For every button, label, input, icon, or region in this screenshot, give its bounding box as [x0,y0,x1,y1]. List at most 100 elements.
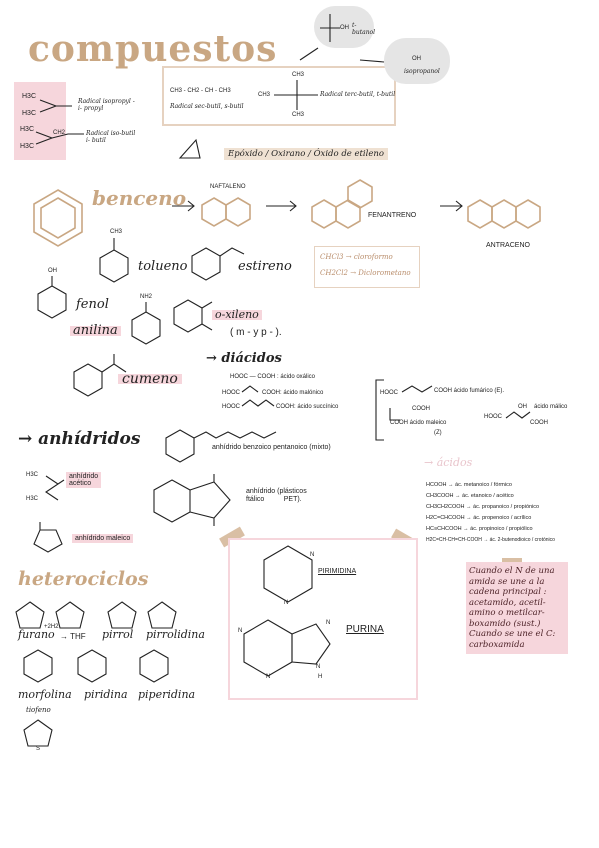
heterocycle-card [228,538,418,700]
diacidos-row2-left: HOOC [222,390,240,396]
fenol-label: fenol [76,297,109,312]
acido-row: H2C=CHCOOH → ác. propenoico / acrílico [426,515,532,521]
isobutyl-h3c-bottom: H3C [20,143,35,150]
tertbutyl-ch3-top: CH3 [292,72,305,78]
diacidos-row3-right: COOH: ácido succínico [276,404,339,410]
acido-row: CH3COOH → ác. etanoico / acético [426,493,514,499]
antraceno-label: ANTRACENO [486,242,530,249]
anilina-label: anilina [70,324,121,337]
acido-row: CH3CH2COOH → ác. propanoico / propiónico [426,504,540,510]
diacidos-heading: → diácidos [206,351,282,366]
acetic-h3c-top: H3C [26,472,39,478]
page-title: compuestos [28,28,278,70]
pirrolidina-label: pirrolidina [146,628,205,641]
h2-label: +2H2 [44,624,59,630]
isopropanol-label: isopropanol [404,68,440,75]
heterociclos-heading: heterociclos [18,568,149,590]
mal-z: (Z) [434,430,442,436]
epoxide-label: Epóxido / Oxirano / Óxido de etileno [224,148,388,160]
purina-n3: N [326,620,331,626]
tbutanol-label: t- butanol [352,22,376,36]
diacidos-row3-left: HOOC [222,404,240,410]
isopropyl-h3c-top: H3C [22,93,37,100]
anhidridos-heading: → anhídridos [18,429,141,449]
oxileno-sub: ( m - y p - ). [230,327,282,338]
estireno-label: estireno [238,259,292,274]
tolueno-label: tolueno [138,259,188,274]
isobutyl-ch2: CH2 [53,130,66,136]
pirimidina-n2: N [284,600,289,606]
cumeno-label: cumeno [118,372,182,386]
isopropanol-oh: OH [412,56,421,62]
phthalic-label: anhídrido (plásticos ftálico PET). [246,488,307,503]
amide-note: Cuando el N de una amida se une a la cad… [466,562,568,654]
tiofeno-s: S [36,746,41,752]
pirrol-label: pirrol [102,628,134,641]
tertbutyl-ch3-left: CH3 [258,92,271,98]
mal-top: COOH [412,406,430,412]
halo-box [314,246,420,288]
oxileno-label: o-xileno [212,309,262,320]
tbutanol-bubble [314,6,374,48]
piridina-label: piridina [84,688,128,701]
mal-bottom: COOH ácido maleico [390,420,447,426]
acidos-heading: → ácidos [424,456,473,469]
secbutyl-formula: CH3 - CH2 - CH - CH3 [170,88,231,94]
halo-line2: CH2Cl2 → Diclorometano [320,269,411,277]
diacidos-row1: HOOC — COOH : ácido oxálico [230,374,316,380]
morfolina-label: morfolina [18,688,72,701]
isopropyl-h3c-bottom: H3C [22,110,37,117]
fenantreno-label: FENANTRENO [368,212,417,219]
tertbutyl-label: Radical terc-butil, t-butil [320,91,396,98]
fenol-oh: OH [48,268,57,274]
malico-label: ácido málico [534,404,568,410]
maleic-label: anhídrido maleico [72,534,134,543]
purina-n4: N [316,664,321,670]
acidos-list: HCOOH → ác. metanoico / fórmico CH3COOH … [426,482,596,544]
tbutanol-oh: OH [340,25,349,31]
purina-n2: N [266,674,271,680]
mixed-label: anhídrido benzoico pentanoico (mixto) [212,444,331,451]
isobutyl-h3c-top: H3C [20,126,35,133]
isopropanol-bubble [384,38,450,84]
piperidina-label: piperidina [138,688,196,701]
acido-row: H2C=CH-CH=CH-COOH → ác. 2-butenodioico /… [426,537,555,543]
fum-right: COOH ácido fumárico (E). [434,388,505,394]
anilina-nh2: NH2 [140,294,153,300]
purina-h: H [318,674,323,680]
isopropyl-label: Radical isopropyl - i- propyl [78,98,135,112]
diacidos-row2-right: COOH: ácido malónico [262,390,324,396]
pirimidina-label: PIRIMIDINA [318,568,357,575]
pirimidina-n1: N [310,552,315,558]
acetic-h3c-bottom: H3C [26,496,39,502]
purina-n1: N [238,628,243,634]
tiofeno-label: tiofeno [26,706,51,714]
malico-left: HOOC [484,414,502,420]
malico-cooh: COOH [530,420,548,426]
acido-row: HCOOH → ác. metanoico / fórmico [426,482,512,488]
isobutyl-label: Radical iso-butil i- butil [86,130,136,144]
acetic-label: anhídrido acético [66,472,102,488]
tertbutyl-ch3-bottom: CH3 [292,112,305,118]
naftaleno-label: NAFTALENO [210,184,246,190]
tolueno-ch3: CH3 [110,229,123,235]
furano-label: furano [18,628,55,641]
thf-label: → THF [60,632,86,641]
fum-left: HOOC [380,390,398,396]
acido-row: HC≡CHCOOH → ác. propinoico / propiólico [426,526,533,532]
butyl-box [162,66,396,126]
purina-label: PURINA [346,624,384,635]
benceno-label: benceno [92,186,187,210]
halo-line1: CHCl3 → cloroformo [320,253,393,261]
secbutyl-label: Radical sec-butil, s-butil [170,103,244,110]
radicals-highlight [14,82,66,160]
malico-oh: OH [518,404,527,410]
